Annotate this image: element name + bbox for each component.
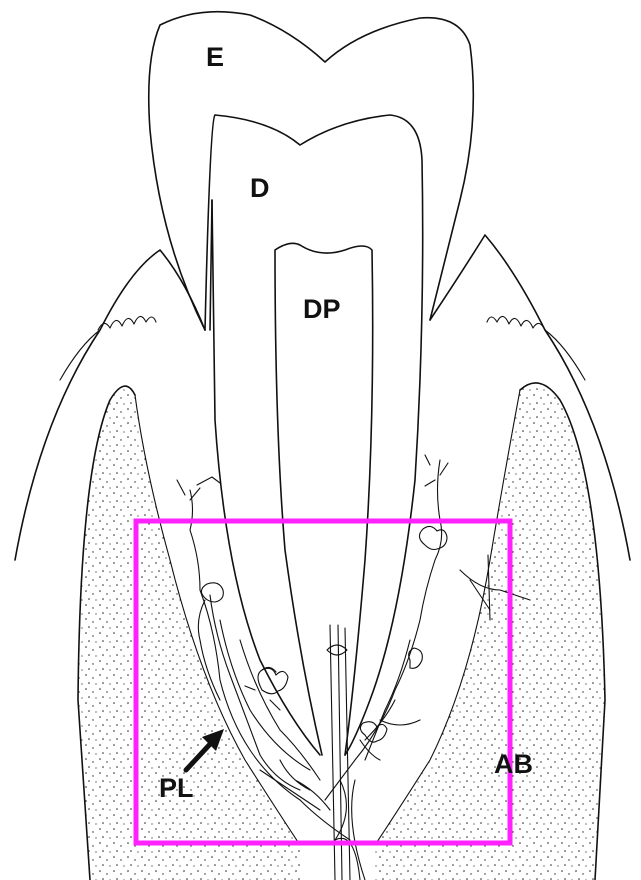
alveolar-bone-left	[78, 386, 300, 880]
label-enamel: E	[206, 42, 224, 72]
label-periodontal-ligament: PL	[159, 773, 194, 803]
label-dental-pulp: DP	[303, 294, 341, 324]
root-outline	[205, 115, 423, 755]
alveolar-bone-right	[375, 383, 605, 880]
enamel-outline	[149, 12, 474, 330]
label-alveolar-bone: AB	[494, 749, 533, 779]
label-dentin: D	[250, 173, 270, 203]
